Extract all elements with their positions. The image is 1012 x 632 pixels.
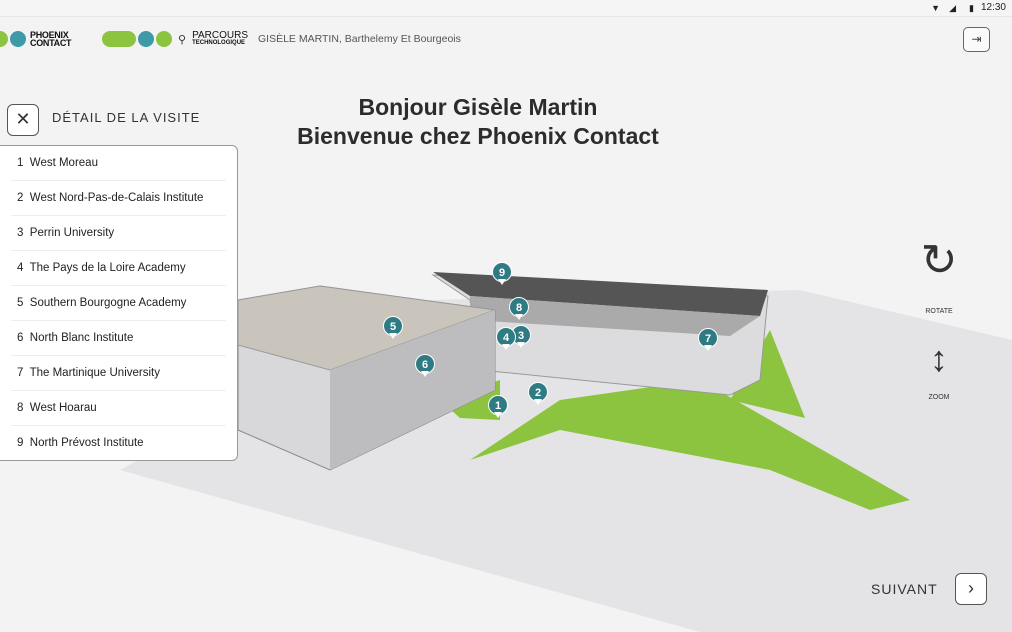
signal-icon: ◢ [949,3,956,13]
status-bar: ▼ ◢ ▮ 12:30 [0,0,1012,17]
roof-east [433,272,768,316]
map-pin[interactable]: 5 [383,316,403,339]
list-item[interactable]: 1 West Moreau [11,146,226,181]
chevron-right-icon: › [968,578,974,598]
battery-icon: ▮ [969,3,974,13]
rotate-label: ROTATE [925,308,953,315]
map-pin[interactable]: 2 [528,382,548,405]
rotate-control[interactable]: ↻ ROTATE [904,226,974,315]
lawn [730,330,805,418]
location-pin-icon: ⚲ [178,33,187,46]
brand-dot [10,31,26,47]
map-pin[interactable]: 7 [698,328,718,351]
logout-button[interactable]: ⇥ [963,27,990,52]
list-item[interactable]: 8 West Hoarau [11,391,226,426]
panel-label: DÉTAIL DE LA VISITE [52,110,201,125]
phoenix-contact-logo: PHOENIX CONTACT [30,30,72,48]
next-button[interactable]: › [955,573,987,605]
user-name: GISÈLE MARTIN, Barthelemy Et Bourgeois [258,33,461,45]
list-item[interactable]: 3 Perrin University [11,216,226,251]
greeting: Bonjour Gisèle Martin [358,94,598,120]
rotate-icon: ↻ [920,236,958,285]
map-pin[interactable]: 1 [488,395,508,418]
welcome: Bienvenue chez Phoenix Contact [297,123,659,149]
brand-dot [138,31,154,47]
list-item[interactable]: 7 The Martinique University [11,356,226,391]
page-title: Bonjour Gisèle Martin Bienvenue chez Pho… [240,93,716,151]
wifi-icon: ▼ [931,3,940,13]
clock: 12:30 [980,2,1006,13]
list-item[interactable]: 4 The Pays de la Loire Academy [11,251,226,286]
map-pin[interactable]: 6 [415,354,435,377]
brand-pill [102,31,136,47]
list-item[interactable]: 6 North Blanc Institute [11,321,226,356]
zoom-label: ZOOM [928,394,950,401]
list-item[interactable]: 5 Southern Bourgogne Academy [11,286,226,321]
close-button[interactable]: ✕ [7,104,39,136]
next-label[interactable]: SUIVANT [871,581,938,597]
zoom-control[interactable]: ↕ ZOOM [904,334,974,401]
list-item[interactable]: 2 West Nord-Pas-de-Calais Institute [11,181,226,216]
map-pin[interactable]: 4 [496,327,516,350]
close-icon: ✕ [15,109,31,129]
brand-dot [156,31,172,47]
map-pin[interactable]: 9 [492,262,512,285]
map-pin[interactable]: 8 [509,297,529,320]
lawn [470,380,910,510]
facade [330,310,495,470]
list-item[interactable]: 9 North Prévost Institute [17,437,144,449]
roof-terrace [470,296,760,336]
brand-dot [0,31,8,47]
logout-icon: ⇥ [971,32,982,46]
zoom-icon: ↕ [930,338,948,379]
visit-list: 1 West Moreau 2 West Nord-Pas-de-Calais … [0,145,238,461]
